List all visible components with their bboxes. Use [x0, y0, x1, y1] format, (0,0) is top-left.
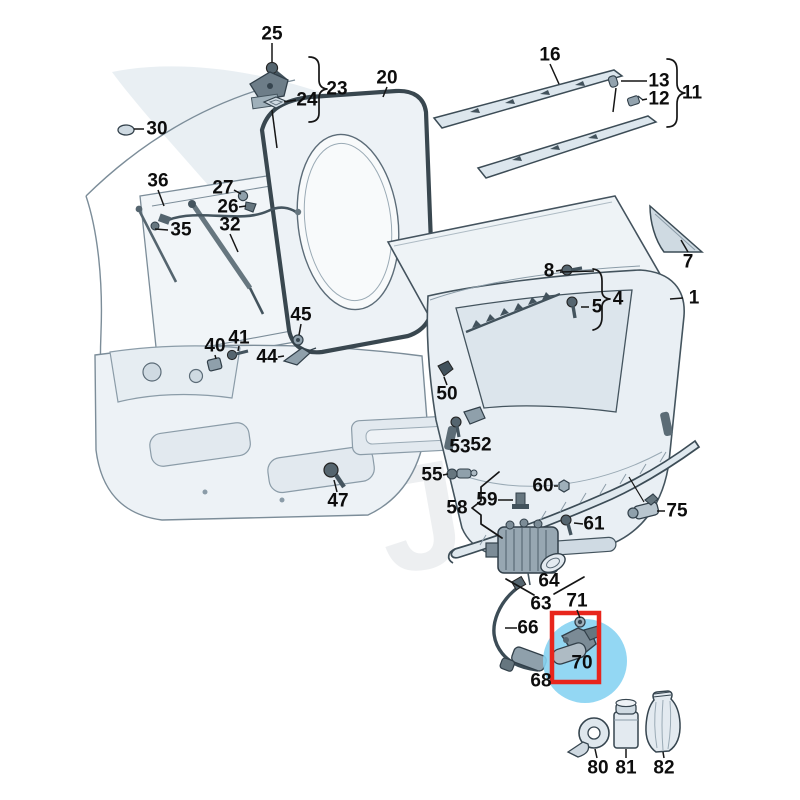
- nut-60: [558, 479, 570, 493]
- part-label-24: 24: [296, 90, 318, 111]
- part-label-80: 80: [587, 758, 608, 779]
- part-label-13: 13: [648, 71, 669, 92]
- bracket-23: [308, 56, 328, 123]
- bracket-63-left: [505, 578, 535, 596]
- part-label-47: 47: [327, 491, 348, 512]
- hinge-strip-and-screws: [465, 264, 583, 334]
- part-label-11: 11: [682, 83, 703, 104]
- spoiler-side-piece-7: [649, 204, 704, 253]
- part-label-30: 30: [146, 119, 167, 140]
- struts-and-harness: [117, 61, 302, 315]
- clip-50: [437, 360, 454, 377]
- part-label-12: 12: [648, 89, 669, 110]
- sealant-bag-82: [645, 690, 681, 753]
- part-label-71: 71: [566, 591, 588, 612]
- part-label-59: 59: [476, 490, 497, 511]
- emergency-lock-parts-70: [551, 616, 601, 665]
- clip-13: [607, 75, 619, 88]
- part-label-64: 64: [538, 571, 560, 592]
- part-label-61: 61: [583, 514, 605, 535]
- part-label-8: 8: [544, 261, 555, 282]
- bumper-reflector-slots: [149, 422, 375, 494]
- leader-lines: [134, 43, 689, 759]
- clip-52: [463, 406, 486, 425]
- part-label-70: 70: [571, 653, 592, 674]
- grommet-45: [292, 334, 304, 346]
- group-brackets: [308, 56, 686, 596]
- part-label-82: 82: [653, 758, 674, 779]
- cable-connector-68: [499, 646, 547, 672]
- bracket-58: [471, 471, 503, 539]
- trim-strip-16: [432, 69, 624, 129]
- screw-5: [566, 296, 578, 319]
- bracket-44: [282, 347, 317, 366]
- tailgate-frame-and-seal: [259, 88, 436, 355]
- part-label-36: 36: [147, 171, 168, 192]
- part-label-4: 4: [613, 289, 624, 310]
- repair-kit-items: [566, 690, 681, 758]
- wiring-harness-36: [150, 206, 302, 231]
- part-label-50: 50: [436, 384, 457, 405]
- bumper-fasteners: [206, 334, 486, 489]
- trim-strip-11: [476, 115, 658, 179]
- part-label-45: 45: [290, 305, 312, 326]
- part-label-60: 60: [532, 476, 553, 497]
- part-label-68: 68: [530, 671, 551, 692]
- washer-24: [262, 96, 290, 109]
- screw-47: [323, 462, 346, 489]
- bracket-4: [592, 268, 611, 331]
- taillight: [109, 345, 241, 403]
- car-body-sketch: [85, 66, 472, 521]
- part-label-58: 58: [446, 498, 467, 519]
- bracket-11: [666, 58, 686, 128]
- support-rod-35: [135, 205, 178, 283]
- part-label-7: 7: [683, 252, 694, 273]
- tape-roll-80: [566, 717, 610, 758]
- release-cable-66: [492, 575, 547, 672]
- lock-module-assembly: [485, 518, 566, 586]
- screw-41: [226, 349, 249, 361]
- screw-53: [450, 416, 462, 438]
- bracket-40: [206, 357, 223, 372]
- gas-strut-32: [188, 200, 265, 315]
- canister-81: [613, 698, 639, 749]
- part-label-1: 1: [689, 288, 700, 309]
- roof-trim-strips: [432, 69, 658, 179]
- part-label-32: 32: [219, 215, 240, 236]
- part-label-55: 55: [421, 465, 443, 486]
- part-label-53: 53: [449, 437, 470, 458]
- part-label-26: 26: [217, 197, 238, 218]
- part-label-75: 75: [666, 501, 688, 522]
- part-label-66: 66: [517, 618, 538, 639]
- part-label-20: 20: [376, 68, 397, 89]
- part-label-52: 52: [470, 435, 491, 456]
- part-label-44: 44: [256, 347, 278, 368]
- part-label-41: 41: [228, 328, 250, 349]
- part-label-40: 40: [204, 336, 225, 357]
- part-label-63: 63: [530, 594, 551, 615]
- gasket-64: [540, 552, 566, 574]
- part-label-16: 16: [539, 45, 560, 66]
- clip-59: [512, 492, 529, 509]
- clip-12: [626, 95, 644, 107]
- part-label-81: 81: [615, 758, 637, 779]
- part-label-25: 25: [261, 24, 283, 45]
- part-label-23: 23: [326, 79, 347, 100]
- plug-30: [117, 124, 135, 136]
- part-label-5: 5: [592, 297, 603, 318]
- bracket-63-right: [553, 576, 585, 595]
- screw-61: [560, 514, 573, 536]
- highlight-box: [549, 610, 602, 685]
- part-label-27: 27: [212, 178, 233, 199]
- clip-75: [627, 476, 660, 520]
- part-label-35: 35: [170, 220, 192, 241]
